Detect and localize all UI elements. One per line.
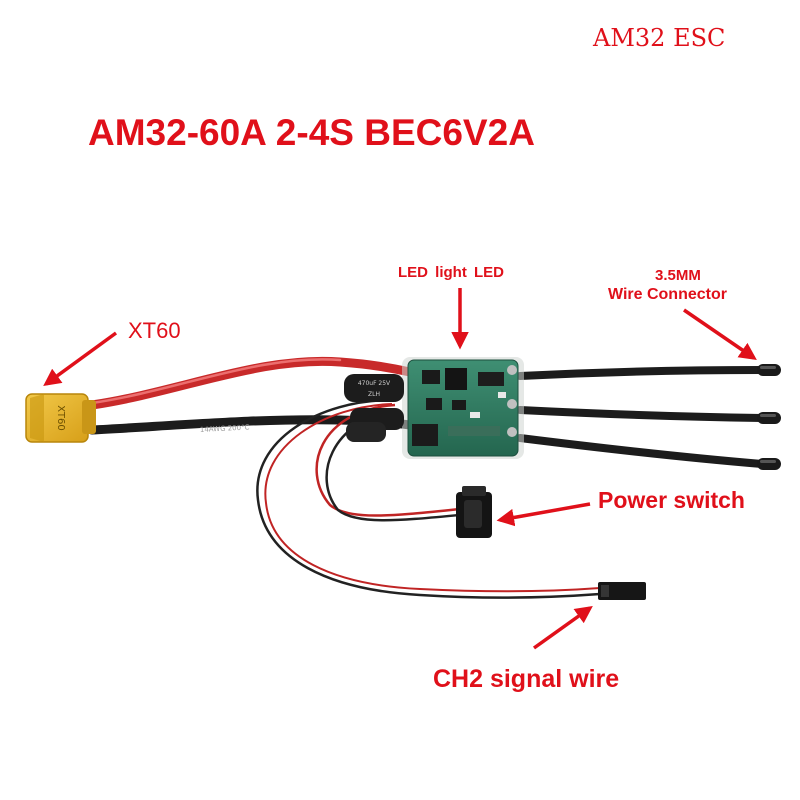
xt60-callout: XT60 [128,318,181,343]
signal-wire-arrow [532,605,593,650]
power-switch-callout: Power switch [598,487,745,513]
red-power-wire [87,356,415,410]
signal-wire-callout: CH2 signal wire [433,665,620,693]
bullet-connector-a [757,364,781,376]
xt60-arrow [43,331,118,387]
led-callout: LED light LED [398,264,504,281]
motor-wire-a [516,366,766,380]
svg-text:XT60: XT60 [55,405,66,431]
brand-label: AM32 ESC [593,24,726,52]
motor-wire-b [516,406,766,422]
signal-plug [598,582,646,600]
connector-size-callout: 3.5MM [655,267,701,284]
connector-name-callout: Wire Connector [608,286,727,303]
esc-board [402,357,524,459]
power-switch-body [456,486,492,538]
svg-text:ZLH: ZLH [368,391,380,398]
bullet-connector-b [757,412,781,424]
motor-wire-c [516,434,766,468]
svg-text:470uF 25V: 470uF 25V [358,380,391,387]
connector-arrow [683,308,757,360]
capacitor-bank: 470uF 25V ZLH [344,374,404,442]
power-switch-arrow [496,502,591,527]
signal-wire-black [256,398,601,599]
product-title: AM32-60A 2-4S BEC6V2A [88,112,535,153]
xt60-connector: XT60 [25,393,96,443]
wire-gauge-marking: 14AWG 200°C [200,423,250,434]
switch-wire-red [315,403,471,517]
signal-wire-red [264,403,601,593]
bullet-connector-c [757,458,781,470]
